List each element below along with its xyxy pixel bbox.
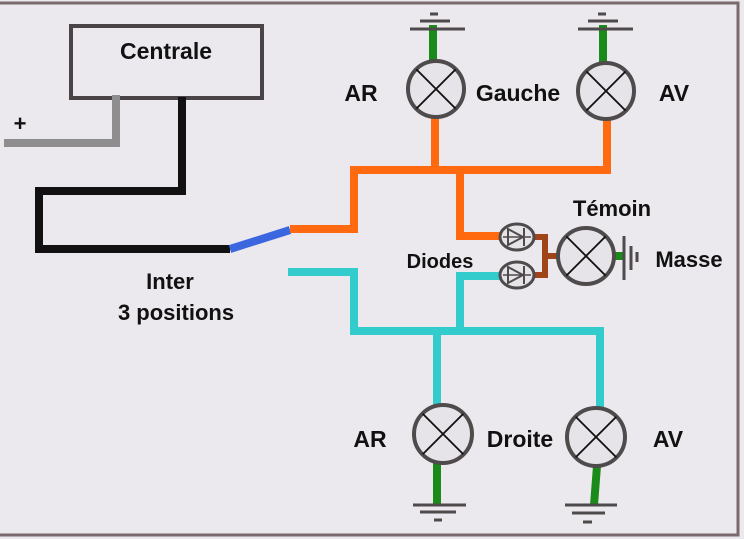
- left-circuit-wires: [290, 112, 611, 240]
- plus-label: +: [14, 111, 27, 136]
- black-wire: [35, 97, 230, 253]
- lamp-gauche-av[interactable]: [576, 61, 636, 121]
- lamp-cross: [422, 413, 464, 455]
- gauche-av-label: AV: [659, 80, 690, 106]
- diode-gauche[interactable]: [498, 222, 536, 252]
- plus-wire: [4, 95, 120, 147]
- lamp-cross: [415, 68, 457, 110]
- inter-label-1: Inter: [146, 269, 194, 294]
- lamp-droite-ar[interactable]: [412, 403, 474, 465]
- ground-wires: [429, 25, 624, 506]
- lamp-gauche-ar[interactable]: [406, 59, 466, 119]
- ground-symbol-droite-ar: [413, 503, 466, 522]
- right-circuit-wires: [288, 268, 604, 413]
- lamp-cross: [585, 70, 627, 112]
- ground-symbol-gauche-av: [578, 12, 633, 31]
- droite-ar-label: AR: [353, 426, 387, 452]
- centrale-label: Centrale: [120, 38, 212, 64]
- switch-blade[interactable]: [228, 226, 292, 253]
- droite-label: Droite: [487, 426, 553, 452]
- ground-symbol-gauche-ar: [410, 12, 465, 31]
- temoin-label: Témoin: [573, 196, 651, 221]
- gauche-label: Gauche: [476, 80, 560, 106]
- diode-droite[interactable]: [498, 260, 536, 290]
- ground-symbol-droite-av: [565, 503, 617, 524]
- ground-symbol-masse: [622, 236, 639, 280]
- centrale-box[interactable]: [69, 24, 264, 100]
- lamp-droite-av[interactable]: [565, 406, 627, 468]
- lamp-temoin[interactable]: [556, 226, 616, 286]
- masse-label: Masse: [655, 247, 722, 272]
- gauche-ar-label: AR: [344, 80, 378, 106]
- diodes-label: Diodes: [407, 251, 474, 273]
- lamp-cross: [575, 416, 617, 458]
- inter-label-2: 3 positions: [118, 300, 234, 325]
- droite-av-label: AV: [653, 426, 684, 452]
- lamp-cross: [565, 235, 607, 277]
